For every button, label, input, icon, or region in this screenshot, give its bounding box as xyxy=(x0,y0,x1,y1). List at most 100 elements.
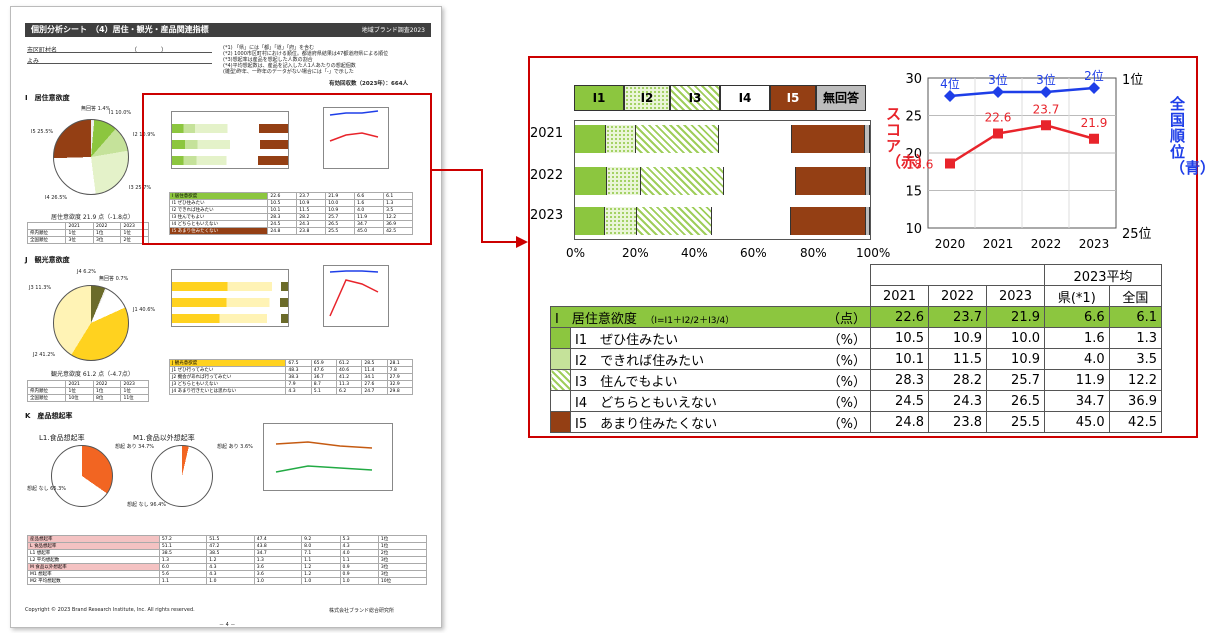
zoom-panel: I1 I2 I3 I4 I5 無回答 2021 2022 2023 0% 20%… xyxy=(528,56,1215,438)
x-tick-20: 20% xyxy=(622,246,649,260)
j-score-line: 観光意欲度 61.2 点（-4.7点） xyxy=(51,371,134,378)
pie-chart-k2 xyxy=(151,445,213,507)
section-i-title: I 居住意欲度 xyxy=(25,94,70,102)
cell: 28.2 xyxy=(928,369,987,391)
note-1: (*1) 「県」には「都」「道」「府」を含む xyxy=(223,45,315,51)
table-row: I3 住んでもよい（%） 28.3 28.2 25.7 11.9 12.2 xyxy=(550,369,1163,391)
city-label: 市区町村名 xyxy=(27,47,58,54)
table-row: I1 ぜひ住みたい（%） 10.5 10.9 10.0 1.6 1.3 xyxy=(550,327,1163,349)
score-point xyxy=(993,128,1003,139)
cell: 22.6 xyxy=(870,306,929,328)
footer-copyright: Copyright © 2023 Brand Research Institut… xyxy=(25,607,195,613)
score-label: 22.6 xyxy=(985,111,1012,125)
table-row: I5 あまり住みたくない（%） 24.8 23.8 25.5 45.0 42.5 xyxy=(550,411,1163,433)
k1-label-yes: 想起 あり 34.7% xyxy=(115,444,155,450)
cell: 24.8 xyxy=(870,411,929,433)
survey-name: 地域ブランド調査2023 xyxy=(361,27,425,34)
score-label: 18.6 xyxy=(907,158,934,172)
stacked-bar-2022 xyxy=(575,167,870,195)
footer-company: 株式会社ブランド総合研究所 xyxy=(329,608,395,614)
pie-chart-j xyxy=(53,285,129,361)
cell: 36.9 xyxy=(1108,390,1163,412)
cell: 6.6 xyxy=(1044,306,1110,328)
x-tick-40: 40% xyxy=(681,246,708,260)
mini-line-chart-k xyxy=(263,423,393,491)
rank-point xyxy=(944,90,956,102)
row-label: I5 あまり住みたくない xyxy=(575,416,718,432)
note-4: (*4)平均想起数は、産品を記入した人1人あたりの想起個数 xyxy=(223,63,356,69)
cell: 10.9 xyxy=(928,327,987,349)
right-tick-bottom: 25位 xyxy=(1122,227,1152,242)
arrow-head xyxy=(516,236,528,248)
row-label: I 居住意欲度 xyxy=(555,311,637,327)
y-tick-label: 20 xyxy=(905,147,922,162)
document-page: 個別分析シート （4）居住・観光・産品関連指標地域ブランド調査2023 市区町村… xyxy=(10,6,442,628)
mini-stacked-bar-j xyxy=(171,269,289,327)
mini-line-chart-j xyxy=(323,265,389,327)
row-unit: （点） xyxy=(826,311,866,327)
rank-point xyxy=(1040,86,1052,98)
k2-title: M1.食品以外想起率 xyxy=(133,434,195,442)
cell: 4.0 xyxy=(1044,348,1110,370)
rank-point xyxy=(1088,82,1100,94)
x-tick-100: 100% xyxy=(856,246,891,260)
table-row: I2 できれば住みたい（%） 10.1 11.5 10.9 4.0 3.5 xyxy=(550,348,1163,370)
cell: 3.5 xyxy=(1108,348,1163,370)
data-table: 2023平均 2021 2022 2023 県(*1) 全国 I 居住意欲度 （… xyxy=(550,264,1163,433)
cell: 24.3 xyxy=(928,390,987,412)
score-point xyxy=(1041,120,1051,131)
note-5: (雛型)昨年、一昨年のデータがない場合には「-」で示した xyxy=(223,69,354,75)
cell: 26.5 xyxy=(986,390,1045,412)
legend-na: 無回答 xyxy=(816,85,866,111)
legend-i2: I2 xyxy=(624,85,670,111)
pie-j-label-na: 無回答 0.7% xyxy=(99,276,129,282)
city-paren: （ ） xyxy=(131,47,168,54)
score-label: 21.9 xyxy=(1081,116,1108,130)
rank-point xyxy=(992,86,1004,98)
pie-j-label-j1: J1 40.6% xyxy=(133,307,156,313)
section-k-title: K 産品想起率 xyxy=(25,412,73,420)
pie-i-label-i1: I1 10.0% xyxy=(109,110,132,116)
note-3: (*3)想起率は産品を想起した人数の割合 xyxy=(223,57,313,63)
pie-i-label-i5: I5 25.5% xyxy=(31,129,54,135)
y-tick-label: 15 xyxy=(905,185,922,200)
x-tick-0: 0% xyxy=(566,246,586,260)
bar-legend: I1 I2 I3 I4 I5 無回答 xyxy=(574,85,866,111)
cell: 21.9 xyxy=(986,306,1045,328)
k1-title: L1.食品想起率 xyxy=(39,434,85,442)
y-tick-label: 10 xyxy=(905,222,922,237)
legend-i4: I4 xyxy=(720,85,770,111)
table-row: I4 どちらともいえない（%） 24.5 24.3 26.5 34.7 36.9 xyxy=(550,390,1163,412)
pie-j-label-j2: J2 41.2% xyxy=(33,352,56,358)
rank-label: 4位 xyxy=(940,76,960,91)
section-j-title: J 観光意欲度 xyxy=(25,256,70,264)
mini-line-chart-i xyxy=(323,107,389,169)
note-2: (*2) 1000市区町村における順位。都道府県結果は47都道府県による順位 xyxy=(223,51,389,57)
x-tick-label: 2020 xyxy=(935,237,966,251)
cell: 6.1 xyxy=(1108,306,1163,328)
cell: 25.5 xyxy=(986,411,1045,433)
legend-i1: I1 xyxy=(574,85,624,111)
row-label: I2 できれば住みたい xyxy=(575,353,705,369)
stacked-bar-2023 xyxy=(575,207,870,235)
pie-i-label-i2: I2 10.9% xyxy=(133,132,156,138)
k1-label-no: 想起 なし 65.3% xyxy=(27,486,67,492)
stacked-bar-chart xyxy=(574,120,871,240)
row-unit: （%） xyxy=(827,416,866,432)
header-2022: 2022 xyxy=(928,285,987,307)
page-number: － 4 － xyxy=(219,622,236,628)
table-row: I 居住意欲度 （I=I1＋I2/2＋I3/4）（点） 22.6 23.7 21… xyxy=(550,306,1163,328)
rank-series-line xyxy=(949,86,1095,98)
legend-i5: I5 xyxy=(770,85,816,111)
page-title: 個別分析シート （4）居住・観光・産品関連指標地域ブランド調査2023 xyxy=(25,23,431,37)
score-series-line xyxy=(949,123,1095,165)
cell: 10.9 xyxy=(986,348,1045,370)
connector-line-end xyxy=(481,241,521,243)
row-label: I1 ぜひ住みたい xyxy=(575,332,679,348)
k2-label-no: 想起 なし 96.4% xyxy=(127,502,167,508)
bar-year-2023: 2023 xyxy=(530,208,564,223)
